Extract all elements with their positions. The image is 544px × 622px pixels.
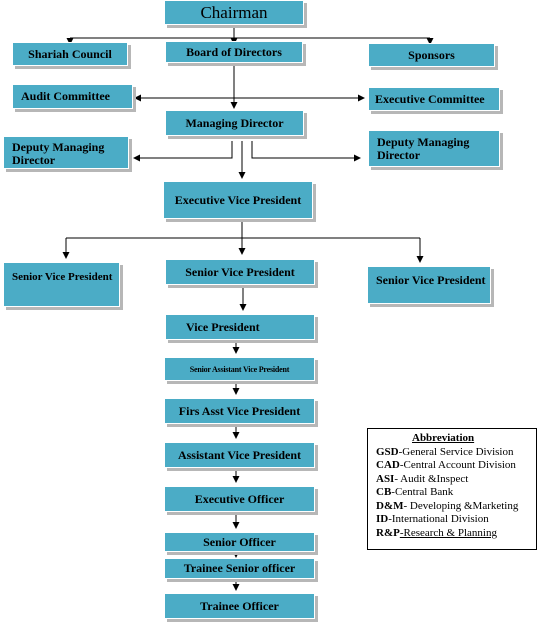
shariah-council-label: Shariah Council <box>28 46 112 61</box>
vice-president-label: Vice President <box>186 319 260 334</box>
senior-assistant-vice-president-box: Senior Assistant Vice President <box>164 357 315 381</box>
sponsors-label: Sponsors <box>408 47 455 62</box>
executive-officer-box: Executive Officer <box>164 486 315 512</box>
shariah-council-box: Shariah Council <box>12 42 128 66</box>
senior-vice-president-right-label: Senior Vice President <box>376 273 486 287</box>
abbreviation-item: D&M- Developing &Marketing <box>376 500 530 514</box>
abbreviation-description: -General Service Division <box>398 445 514 458</box>
executive-vice-president-label: Executive Vice President <box>174 192 302 207</box>
abbreviation-description: -Central Account Division <box>399 459 516 471</box>
executive-committee-box: Executive Committee <box>368 87 500 111</box>
managing-director-label: Managing Director <box>185 115 284 130</box>
abbreviation-code: CB <box>376 486 392 498</box>
abbreviation-item: GSD-General Service Division <box>376 446 530 460</box>
first-asst-vice-president-label: Firs Asst Vice President <box>178 403 301 418</box>
trainee-officer-label: Trainee Officer <box>200 598 279 613</box>
sponsors-box: Sponsors <box>368 43 495 67</box>
senior-officer-box: Senior Officer <box>164 532 315 552</box>
abbreviation-item: ID-International Division <box>376 513 530 527</box>
abbreviation-item: R&P-Research & Planning <box>376 527 530 541</box>
chairman-label: Chairman <box>200 3 268 22</box>
abbreviation-code: GSD <box>376 445 399 458</box>
deputy-managing-director-right-box: Deputy Managing Director <box>368 130 500 167</box>
trainee-senior-officer-box: Trainee Senior officer <box>164 558 315 579</box>
abbreviation-code: ASI <box>376 472 395 485</box>
senior-vice-president-center-box: Senior Vice President <box>165 259 315 285</box>
trainee-officer-box: Trainee Officer <box>164 593 315 619</box>
senior-vice-president-left-label: Senior Vice President <box>12 271 113 283</box>
audit-committee-box: Audit Committee <box>12 84 133 109</box>
abbreviation-description: -Research & Planning <box>399 526 497 539</box>
abbreviation-code: CAD <box>376 459 400 471</box>
first-asst-vice-president-box: Firs Asst Vice President <box>164 398 315 424</box>
senior-vice-president-left-box: Senior Vice President <box>3 262 120 307</box>
vice-president-box: Vice President <box>165 314 315 340</box>
chairman-box: Chairman <box>164 0 304 25</box>
board-of-directors-box: Board of Directors <box>165 41 303 63</box>
managing-director-box: Managing Director <box>165 110 304 136</box>
abbreviation-title: Abbreviation <box>412 432 475 444</box>
abbreviation-code: D&M <box>376 499 404 512</box>
abbreviation-description: - Audit &Inspect <box>394 472 469 485</box>
abbreviation-code: ID <box>376 513 389 525</box>
assistant-vice-president-box: Assistant Vice President <box>164 442 315 468</box>
senior-vice-president-right-box: Senior Vice President <box>367 266 491 304</box>
abbreviation-item: CB-Central Bank <box>376 486 530 500</box>
trainee-senior-officer-label: Trainee Senior officer <box>183 561 296 575</box>
abbreviation-description: -Central Bank <box>391 486 454 498</box>
executive-vice-president-box: Executive Vice President <box>163 181 313 219</box>
abbreviation-description: -International Division <box>388 513 489 525</box>
senior-vice-president-center-label: Senior Vice President <box>185 264 295 279</box>
assistant-vice-president-label: Assistant Vice President <box>177 447 302 462</box>
executive-committee-label: Executive Committee <box>375 91 485 106</box>
abbreviation-item: ASI- Audit &Inspect <box>376 473 530 487</box>
senior-assistant-vice-president-label: Senior Assistant Vice President <box>189 364 290 374</box>
senior-officer-label: Senior Officer <box>203 534 276 549</box>
audit-committee-label: Audit Committee <box>21 89 110 103</box>
deputy-managing-director-left-label: Deputy Managing Director <box>12 140 105 167</box>
board-of-directors-label: Board of Directors <box>186 44 282 59</box>
abbreviation-code: R&P <box>376 526 400 539</box>
abbreviation-description: - Developing &Marketing <box>403 499 519 512</box>
deputy-managing-director-left-box: Deputy Managing Director <box>3 136 129 169</box>
deputy-managing-director-right-label: Deputy Managing Director <box>377 135 470 162</box>
abbreviation-item: CAD-Central Account Division <box>376 459 530 473</box>
abbreviation-legend: Abbreviation GSD-General Service Divisio… <box>367 428 537 550</box>
executive-officer-label: Executive Officer <box>194 491 285 506</box>
